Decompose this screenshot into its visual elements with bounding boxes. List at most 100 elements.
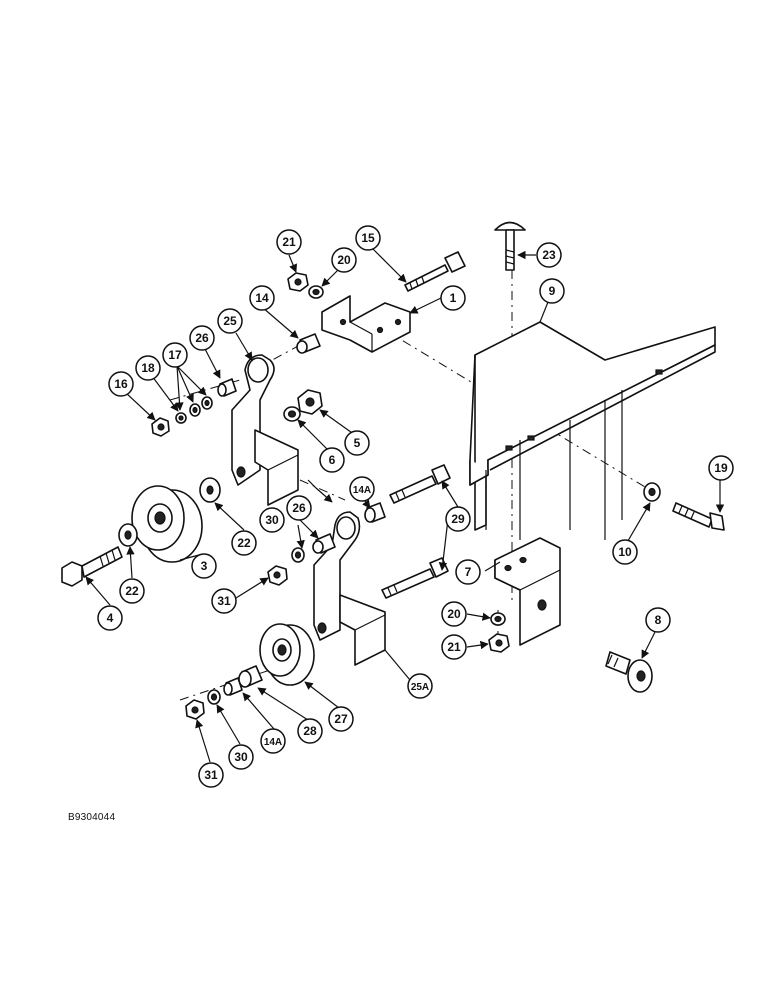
callout-7: 7 [455, 559, 481, 585]
svg-text:10: 10 [618, 545, 632, 559]
callout-14A-lower: 14A [260, 728, 286, 754]
callout-27: 27 [328, 706, 354, 732]
callout-4: 4 [97, 605, 123, 631]
bolt-29-upper [389, 464, 451, 504]
callout-20-lower: 20 [441, 601, 467, 627]
washer-20-top [308, 285, 324, 299]
bolt-4 [61, 546, 123, 587]
nut-16 [151, 417, 170, 437]
callout-16: 16 [108, 371, 134, 397]
svg-text:26: 26 [292, 501, 306, 515]
svg-text:9: 9 [549, 284, 556, 298]
washer-22-upper [199, 477, 221, 503]
svg-text:21: 21 [282, 235, 296, 249]
svg-text:25A: 25A [411, 682, 429, 693]
svg-text:22: 22 [237, 536, 251, 550]
svg-text:30: 30 [234, 750, 248, 764]
tension-arm-25A [313, 511, 386, 666]
svg-text:8: 8 [655, 613, 662, 627]
callout-21-top: 21 [276, 229, 302, 255]
nut-21-top [287, 272, 309, 292]
bolt-15 [404, 251, 466, 292]
svg-text:26: 26 [195, 331, 209, 345]
svg-text:20: 20 [337, 253, 351, 267]
svg-text:20: 20 [447, 607, 461, 621]
svg-text:28: 28 [303, 724, 317, 738]
callout-26-upper: 26 [189, 325, 215, 351]
pulley-27 [259, 623, 315, 686]
washer-20-lower [490, 612, 506, 626]
washer-22-lower [118, 523, 138, 547]
tension-arm-25 [231, 354, 299, 506]
callout-30-middle: 30 [259, 507, 285, 533]
spacer-14A-upper [364, 502, 386, 523]
svg-text:7: 7 [465, 565, 472, 579]
callout-22-lower: 22 [119, 578, 145, 604]
leader-lines [85, 247, 725, 763]
spacer-14 [296, 333, 321, 354]
angle-bracket-1 [321, 295, 411, 353]
svg-text:14A: 14A [264, 737, 282, 748]
spacer-14A-lower [223, 677, 243, 696]
fitting-8 [605, 651, 653, 693]
carriage-bolt-23 [494, 221, 526, 271]
svg-text:14: 14 [255, 291, 269, 305]
washers-17 [189, 396, 213, 417]
svg-text:23: 23 [542, 248, 556, 262]
callout-18: 18 [135, 355, 161, 381]
svg-text:15: 15 [361, 231, 375, 245]
pulley-3 [131, 485, 203, 563]
svg-text:17: 17 [168, 348, 182, 362]
svg-text:16: 16 [114, 377, 128, 391]
callout-26-lower: 26 [286, 495, 312, 521]
svg-text:18: 18 [141, 361, 155, 375]
bolt-29-lower [381, 557, 449, 599]
callout-5: 5 [344, 430, 370, 456]
frame-bracket [469, 321, 716, 540]
svg-text:25: 25 [223, 314, 237, 328]
callout-17: 17 [162, 342, 188, 368]
callout-21-lower: 21 [441, 634, 467, 660]
nut-31-lower [185, 699, 205, 720]
callout-23: 23 [536, 242, 562, 268]
svg-text:31: 31 [217, 594, 231, 608]
svg-text:29: 29 [451, 512, 465, 526]
svg-text:14A: 14A [353, 485, 371, 496]
callout-14: 14 [249, 285, 275, 311]
callout-20-top: 20 [331, 247, 357, 273]
callout-14A-upper: 14A [349, 476, 375, 502]
callout-28: 28 [297, 718, 323, 744]
callout-31-lower: 31 [198, 762, 224, 788]
callout-10: 10 [612, 539, 638, 565]
bolt-19 [672, 502, 725, 531]
lock-washer-6 [283, 406, 301, 422]
callout-9: 9 [539, 278, 565, 304]
nut-5 [297, 389, 323, 415]
washer-18 [175, 412, 187, 424]
svg-text:5: 5 [354, 436, 361, 450]
callout-25: 25 [217, 308, 243, 334]
mounting-bracket-7 [494, 537, 561, 646]
washer-10 [643, 482, 661, 502]
washer-30-lower [207, 689, 221, 705]
svg-text:27: 27 [334, 712, 348, 726]
callout-31-middle: 31 [211, 588, 237, 614]
drawing-code: B9304044 [68, 812, 116, 823]
bushing-28 [238, 665, 263, 688]
callout-1: 1 [440, 285, 466, 311]
callout-25A: 25A [407, 673, 433, 699]
callout-3: 3 [191, 553, 217, 579]
svg-text:22: 22 [125, 584, 139, 598]
svg-text:21: 21 [447, 640, 461, 654]
svg-text:30: 30 [265, 513, 279, 527]
callout-22-upper: 22 [231, 530, 257, 556]
washer-30-middle [291, 547, 305, 563]
assembly-lines [169, 270, 651, 701]
nut-21-lower [488, 633, 510, 653]
spacer-26-upper [217, 378, 237, 397]
callout-19: 19 [708, 455, 734, 481]
callout-29: 29 [445, 506, 471, 532]
callout-6: 6 [319, 447, 345, 473]
svg-text:4: 4 [107, 611, 114, 625]
